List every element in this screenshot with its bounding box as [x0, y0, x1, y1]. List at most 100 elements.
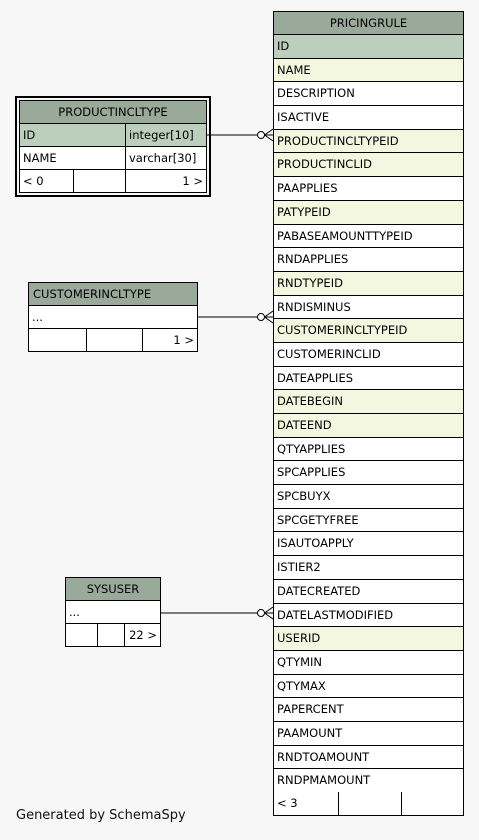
pricingrule-column-customerinclid: CUSTOMERINCLID	[274, 343, 463, 367]
pricingrule-column-spcbuyx: SPCBUYX	[274, 485, 463, 509]
column-name: ID	[277, 39, 290, 53]
column-name: ISAUTOAPPLY	[277, 536, 354, 551]
column-name: RNDPMAMOUNT	[277, 773, 371, 788]
pricingrule-column-istier2: ISTIER2	[274, 556, 463, 580]
pricingrule-column-rndtoamount: RNDTOAMOUNT	[274, 746, 463, 770]
pricingrule-column-qtymax: QTYMAX	[274, 675, 463, 699]
pricingrule-column-userid: USERID	[274, 627, 463, 651]
column-name: QTYAPPLIES	[277, 441, 346, 456]
pricingrule-column-paapplies: PAAPPLIES	[274, 177, 463, 201]
generated-by-footer: Generated by SchemaSpy	[16, 808, 186, 823]
relationship-customerincltype[interactable]	[198, 310, 274, 324]
rows-count	[97, 624, 124, 646]
column-name: RNDTOAMOUNT	[277, 749, 370, 764]
column-name: PRODUCTINCLTYPEID	[277, 133, 399, 148]
column-name: PAPERCENT	[277, 702, 344, 717]
column-name: QTYMIN	[277, 654, 323, 669]
column-name: RNDTYPEID	[277, 275, 343, 290]
column-name: DATECREATED	[277, 583, 361, 598]
pricingrule-column-papercent: PAPERCENT	[274, 698, 463, 722]
pricingrule-column-spcgetyfree: SPCGETYFREE	[274, 509, 463, 533]
pricingrule-table[interactable]: PRICINGRULE ID NAME DESCRIPTION ISACTIVE PRO…	[273, 11, 464, 816]
column-name: ISACTIVE	[277, 110, 330, 125]
pricingrule-column-description: DESCRIPTION	[274, 82, 463, 107]
customerincltype-title[interactable]: CUSTOMERINCLTYPE	[29, 283, 197, 306]
pricingrule-column-rndpmamount: RNDPMAMOUNT	[274, 769, 463, 792]
pricingrule-column-rndisminus: RNDISMINUS	[274, 296, 463, 320]
rows-count	[338, 792, 401, 815]
productincltype-footer: < 0 1 >	[20, 170, 206, 192]
productincltype-table[interactable]: PRODUCTINCLTYPE ID integer[10] NAME varc…	[15, 96, 211, 197]
pricingrule-column-qtyapplies: QTYAPPLIES	[274, 438, 463, 462]
column-name: PRODUCTINCLID	[277, 157, 372, 172]
pricingrule-column-isactive: ISACTIVE	[274, 106, 463, 130]
customerincltype-ellipsis-row: ...	[29, 306, 197, 329]
pricingrule-column-customerincltypeid: CUSTOMERINCLTYPEID	[274, 319, 463, 343]
pricingrule-title[interactable]: PRICINGRULE	[274, 12, 463, 35]
pricingrule-columns: ID NAME DESCRIPTION ISACTIVE PRODUCTINCLTYPE…	[274, 35, 463, 792]
sysuser-title[interactable]: SYSUSER	[66, 578, 160, 601]
pricingrule-column-datecreated: DATECREATED	[274, 580, 463, 604]
column-name: SPCBUYX	[277, 489, 331, 504]
column-type: varchar[30]	[125, 147, 206, 169]
pricingrule-column-rndapplies: RNDAPPLIES	[274, 248, 463, 272]
column-name: RNDISMINUS	[277, 299, 351, 314]
pricingrule-column-isautoapply: ISAUTOAPPLY	[274, 532, 463, 557]
column-name: ID	[23, 128, 36, 142]
sysuser-footer: 22 >	[66, 624, 160, 646]
relationship-sysuser[interactable]	[161, 606, 274, 620]
pricingrule-column-productinclid: PRODUCTINCLID	[274, 153, 463, 178]
column-name: USERID	[277, 631, 321, 646]
pricingrule-column-paamount: PAAMOUNT	[274, 722, 463, 746]
pricingrule-column-patypeid: PATYPEID	[274, 200, 463, 225]
column-name: ISTIER2	[277, 560, 321, 575]
customerincltype-footer: 1 >	[29, 329, 197, 351]
column-name: PABASEAMOUNTTYPEID	[277, 228, 413, 243]
column-name: CUSTOMERINCLTYPEID	[277, 323, 408, 338]
pricingrule-column-pabaseamounttypeid: PABASEAMOUNTTYPEID	[274, 225, 463, 249]
column-type: integer[10]	[125, 124, 206, 146]
column-name: DATEBEGIN	[277, 394, 343, 409]
customerincltype-table[interactable]: CUSTOMERINCLTYPE ... 1 >	[28, 282, 198, 352]
column-ellipsis: ...	[32, 310, 43, 324]
productincltype-row-id: ID integer[10]	[20, 124, 206, 147]
column-name: SPCAPPLIES	[277, 465, 346, 480]
rows-count	[86, 329, 142, 351]
pricingrule-column-datelastmodified: DATELASTMODIFIED	[274, 604, 463, 628]
column-name: DATEEND	[277, 418, 332, 432]
column-name: DESCRIPTION	[277, 86, 355, 101]
pricingrule-column-id: ID	[274, 35, 463, 59]
column-name: PAAMOUNT	[277, 725, 343, 740]
productincltype-title[interactable]: PRODUCTINCLTYPE	[20, 101, 206, 124]
sysuser-ellipsis-row: ...	[66, 601, 160, 624]
pricingrule-column-name: NAME	[274, 58, 463, 83]
column-name: PATYPEID	[277, 204, 331, 219]
column-name: NAME	[23, 151, 57, 165]
column-name: QTYMAX	[277, 678, 326, 693]
pricingrule-column-dateend: DATEEND	[274, 414, 463, 438]
column-name: DATEAPPLIES	[277, 370, 354, 385]
children-count[interactable]: 22 >	[124, 624, 160, 646]
pricingrule-footer: < 3	[274, 792, 463, 815]
children-count[interactable]: 1 >	[125, 170, 206, 192]
children-count	[401, 792, 463, 815]
pricingrule-column-datebegin: DATEBEGIN	[274, 390, 463, 414]
parents-count[interactable]: < 0	[23, 174, 44, 188]
column-name: SPCGETYFREE	[277, 512, 359, 527]
pricingrule-column-productincltypeid: PRODUCTINCLTYPEID	[274, 129, 463, 154]
pricingrule-column-dateapplies: DATEAPPLIES	[274, 367, 463, 391]
pricingrule-column-spcapplies: SPCAPPLIES	[274, 461, 463, 486]
parents-count[interactable]: < 3	[277, 796, 298, 810]
pricingrule-column-rndtypeid: RNDTYPEID	[274, 271, 463, 296]
column-name: RNDAPPLIES	[277, 252, 349, 267]
pricingrule-column-qtymin: QTYMIN	[274, 651, 463, 675]
sysuser-table[interactable]: SYSUSER ... 22 >	[65, 577, 161, 647]
column-ellipsis: ...	[69, 605, 80, 619]
relationship-productincltype[interactable]	[207, 128, 274, 142]
children-count[interactable]: 1 >	[142, 329, 197, 351]
column-name: DATELASTMODIFIED	[277, 607, 394, 622]
productincltype-row-name: NAME varchar[30]	[20, 147, 206, 170]
column-name: NAME	[277, 62, 311, 77]
column-name: CUSTOMERINCLID	[277, 346, 381, 361]
